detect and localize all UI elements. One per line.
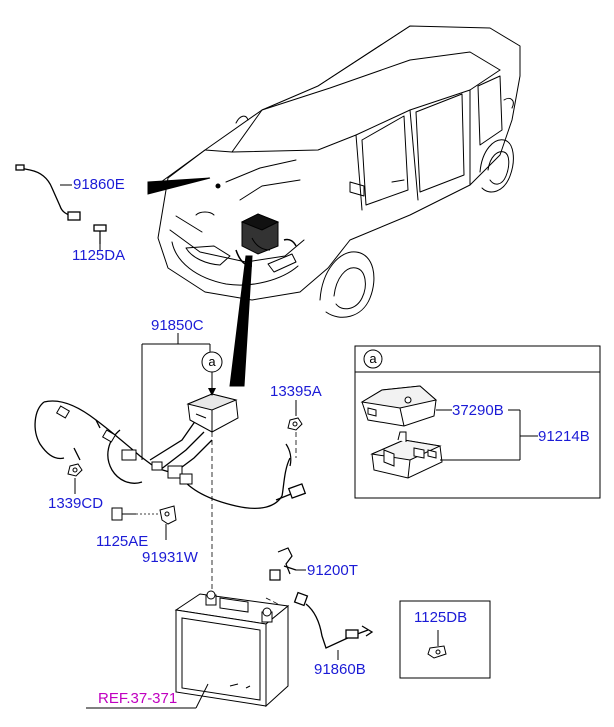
detail-marker-a: a (369, 351, 377, 366)
callout-a-text: a (208, 354, 216, 369)
label-91931W: 91931W (142, 549, 198, 566)
bolt-1125AE (111, 507, 136, 521)
label-1125DB: 1125DB (414, 609, 468, 626)
bracket-91850C (141, 333, 211, 460)
battery (174, 590, 290, 708)
label-91214B: 91214B (538, 428, 590, 445)
detail-panel-a (354, 345, 601, 499)
vehicle-fuse-box (215, 183, 297, 267)
cable-91860E (15, 164, 107, 244)
cable-91860B (293, 591, 374, 649)
label-91200T: 91200T (307, 562, 358, 579)
vehicle-illustration (149, 25, 521, 318)
harness-fuse-cover (186, 393, 239, 433)
label-1125DA: 1125DA (72, 247, 126, 264)
bracket-91931W (159, 505, 177, 525)
label-91850C: 91850C (151, 317, 204, 334)
harness-connectors (55, 405, 193, 485)
terminal-91200T (269, 547, 297, 581)
box-1125DB (399, 600, 491, 679)
nut-13395A (287, 417, 303, 431)
reference-label: REF.37-371 (98, 690, 178, 707)
callout-a (201, 351, 223, 396)
label-1339CD: 1339CD (48, 495, 104, 512)
label-13395A: 13395A (270, 383, 322, 400)
label-91860B: 91860B (314, 661, 366, 678)
nut-1339CD (67, 463, 83, 477)
label-37290B: 37290B (452, 402, 504, 419)
leader-wedges (147, 177, 253, 387)
harness-91850C (34, 400, 307, 510)
label-1125AE: 1125AE (96, 533, 149, 550)
guide-lines (211, 432, 297, 619)
label-91860E: 91860E (73, 176, 125, 193)
